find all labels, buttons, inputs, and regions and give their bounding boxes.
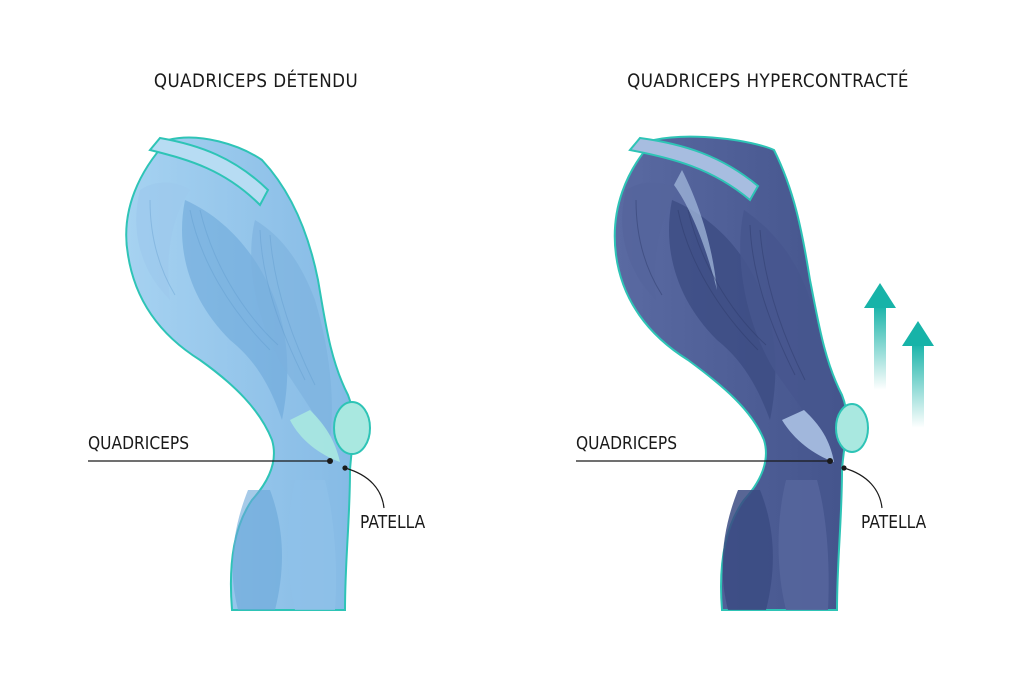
quadriceps-tendon — [290, 410, 340, 462]
patella-leader-line — [344, 467, 385, 509]
panel-relaxed: QUADRICEPS DÉTENDU — [88, 70, 426, 611]
arrow-head-2 — [902, 321, 934, 346]
panel-contracted: QUADRICEPS HYPERCONTRACTÉ — [512, 0, 1024, 683]
tendon-band-upper — [674, 170, 717, 290]
contraction-arrows — [864, 283, 934, 428]
patella-leader-dot — [342, 465, 348, 471]
muscle-striations — [149, 199, 316, 386]
label-patella-relaxed: PATELLA — [360, 512, 426, 533]
muscle-gluteal — [622, 182, 678, 300]
muscle-vastus — [669, 200, 776, 420]
calf-muscle — [232, 490, 282, 610]
patella-leader-dot — [841, 465, 847, 471]
label-quadriceps-relaxed: QUADRICEPS — [88, 433, 190, 454]
arrow-shaft-2 — [912, 343, 924, 428]
patella-leader-line — [843, 467, 883, 509]
leg-illustration-contracted — [576, 135, 934, 611]
label-quadriceps-contracted: QUADRICEPS — [576, 433, 678, 454]
shin-muscle — [287, 480, 337, 610]
muscle-gluteal — [136, 182, 190, 300]
shin-muscle — [778, 480, 829, 610]
hip-band — [148, 136, 270, 207]
muscle-vastus — [182, 200, 288, 420]
muscle-rectus — [740, 210, 825, 440]
muscle-striations — [635, 199, 806, 381]
panel-title-relaxed: QUADRICEPS DÉTENDU — [153, 70, 359, 92]
quadriceps-leader-dot — [327, 458, 333, 464]
panel-title-contracted: QUADRICEPS HYPERCONTRACTÉ — [627, 70, 909, 92]
arrow-shaft-1 — [874, 305, 886, 390]
quadriceps-tendon — [782, 410, 834, 462]
patella-shape — [835, 403, 869, 453]
patella-shape — [333, 401, 371, 455]
muscle-rectus — [251, 220, 332, 440]
quadriceps-leader-dot — [827, 458, 833, 464]
hip-band — [628, 136, 760, 202]
leg-illustration-relaxed — [88, 136, 385, 611]
arrow-head-1 — [864, 283, 896, 308]
calf-muscle — [722, 490, 773, 610]
label-patella-contracted: PATELLA — [861, 512, 927, 533]
